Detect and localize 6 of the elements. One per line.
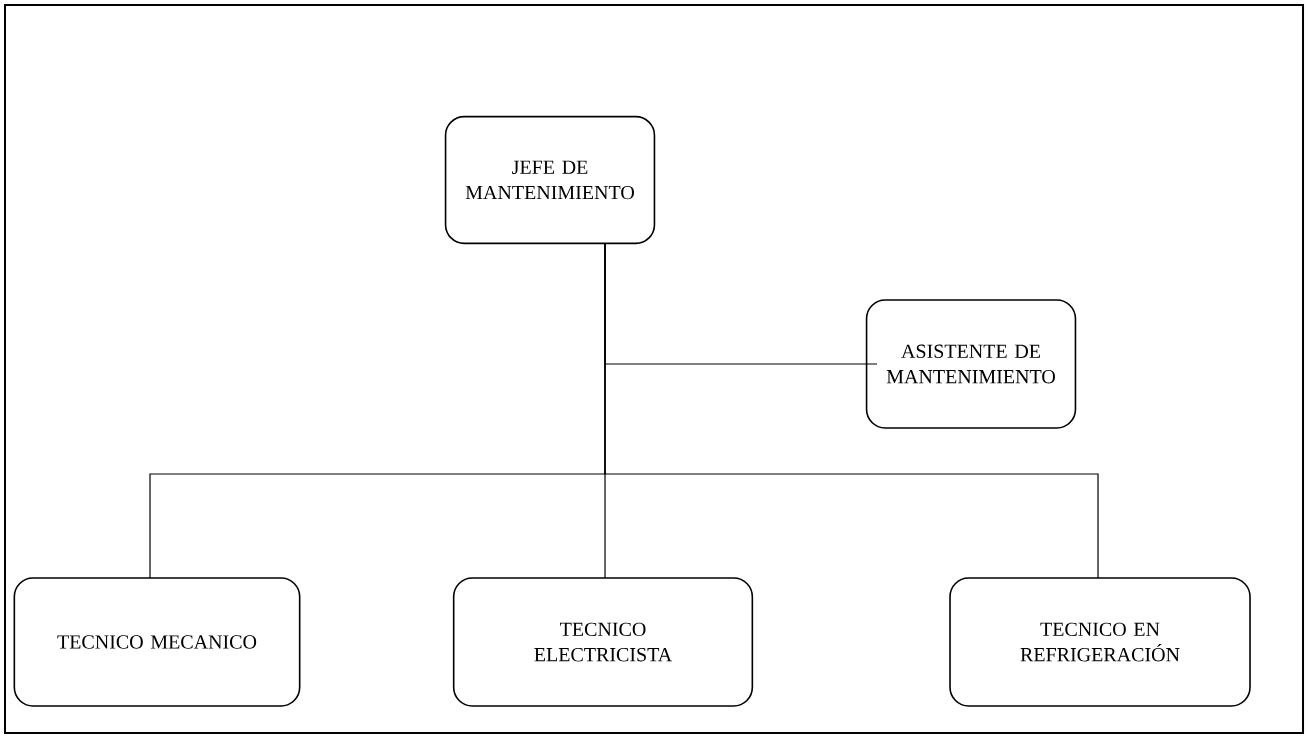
org-box: TECNICO ELECTRICISTA (452, 577, 754, 707)
org-box: JEFE DE MANTENIMIENTO (444, 115, 656, 245)
org-box: TECNICO EN REFRIGERACIÓN (949, 577, 1251, 707)
org-box: ASISTENTE DE MANTENIMIENTO (865, 299, 1077, 429)
connector-line (604, 242, 1099, 579)
org-box: TECNICO MECANICO (13, 577, 301, 707)
